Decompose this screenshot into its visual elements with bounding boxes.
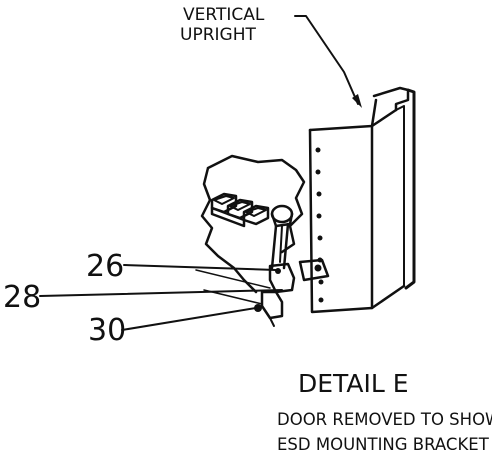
bracket-foot — [260, 290, 284, 320]
vertical-upright-leader — [294, 15, 359, 105]
caption-note-line2: ESD MOUNTING BRACKET — [277, 435, 490, 454]
upright-top-side-edge — [370, 108, 398, 128]
bracket-clamp — [268, 262, 296, 294]
leader-part-28 — [39, 289, 283, 297]
callout-part-28: 28 — [3, 280, 41, 315]
vertical-upright-arrowhead — [352, 94, 362, 108]
upright-front-top-edge — [308, 98, 378, 132]
upright-bracket-tab — [298, 258, 330, 282]
caption-note-line1: DOOR REMOVED TO SHOW — [277, 410, 492, 429]
foot-tail — [269, 317, 275, 327]
upright-top-flange — [372, 86, 410, 112]
callout-vertical-line2: UPRIGHT — [180, 25, 256, 45]
bracket-top-collar — [270, 212, 294, 228]
tab-screw — [314, 264, 322, 272]
bracket-strap — [270, 222, 290, 270]
callout-vertical-line1: VERTICAL — [183, 5, 265, 25]
bracket-guide-lines — [195, 269, 271, 305]
detail-title: DETAIL E — [298, 369, 409, 398]
clamp-screw — [275, 268, 281, 274]
esd-mounting-bracket — [254, 204, 296, 327]
leader-part-30 — [121, 307, 257, 331]
callout-part-26: 26 — [86, 249, 124, 284]
bracket-strap-center — [279, 225, 283, 263]
leader-part-26 — [123, 264, 277, 271]
callout-part-30: 30 — [88, 313, 126, 348]
foot-screw — [254, 304, 262, 312]
upright-mounting-holes — [315, 147, 324, 303]
terminal-block — [210, 192, 270, 228]
vertical-upright — [298, 86, 416, 314]
upright-front-outline — [308, 128, 406, 314]
upright-inner-wall — [395, 105, 405, 287]
upright-back-wall — [404, 88, 416, 290]
cutaway-panel-outline — [200, 154, 306, 294]
